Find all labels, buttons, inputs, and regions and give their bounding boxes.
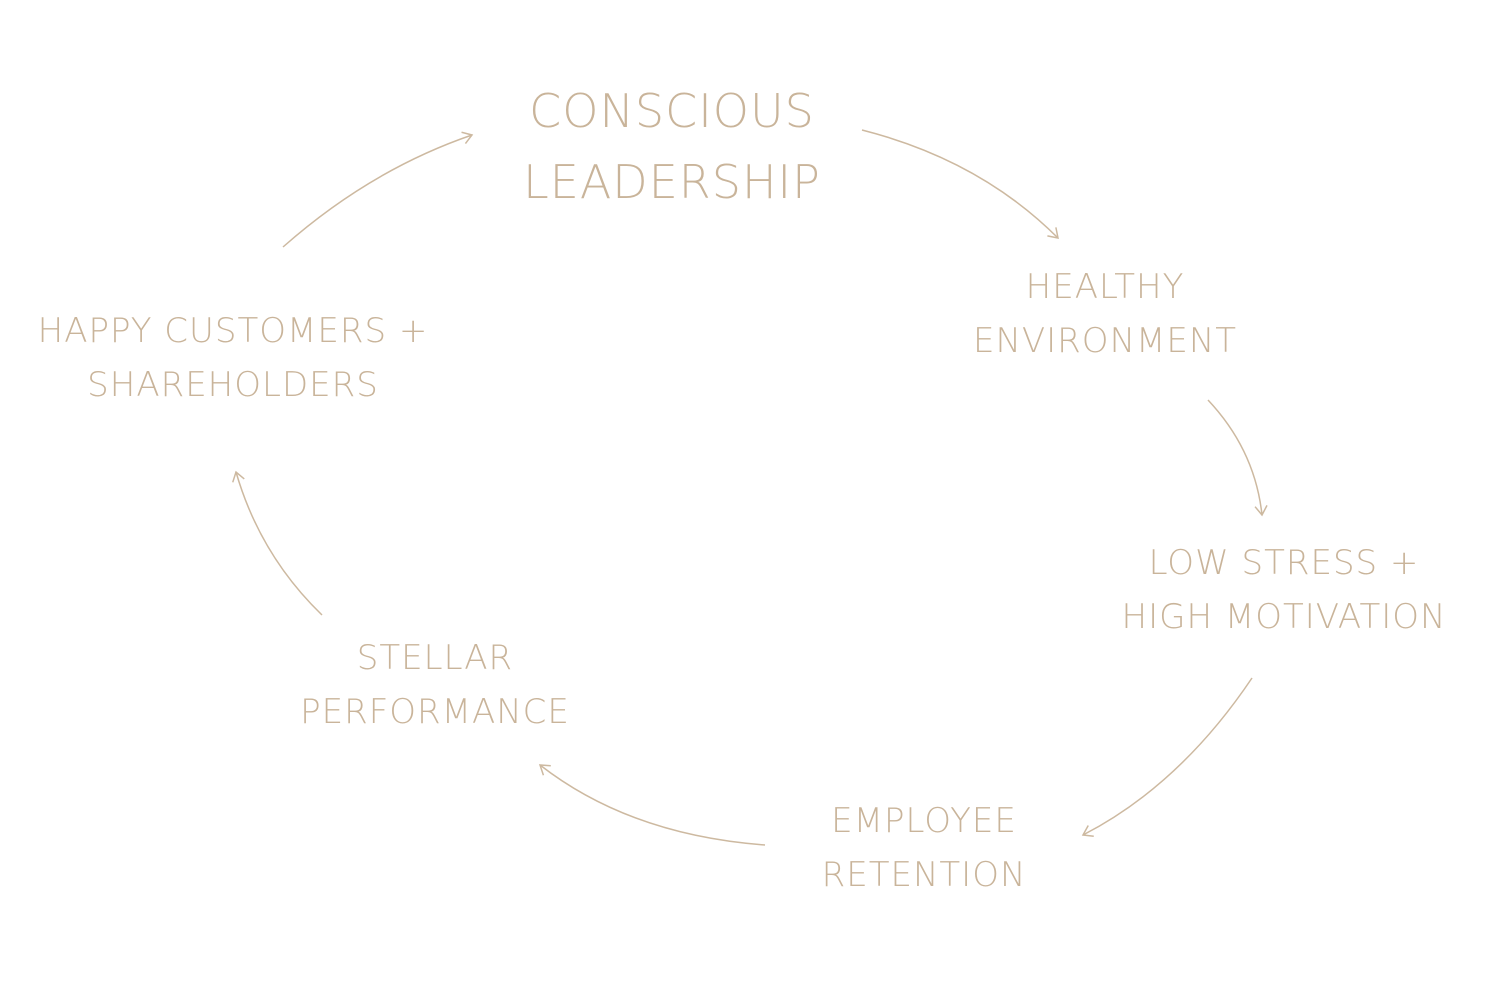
node-line: STELLAR bbox=[356, 638, 514, 678]
node-line: CONSCIOUS bbox=[529, 84, 815, 138]
node-line: EMPLOYEE bbox=[831, 801, 1017, 841]
node-stellar-performance: STELLAR PERFORMANCE bbox=[300, 631, 570, 740]
arrow-environment-to-motivation bbox=[1207, 399, 1268, 517]
arrow-retention-to-performance bbox=[538, 764, 766, 846]
node-line: HEALTHY bbox=[1025, 267, 1185, 307]
arrow-leadership-to-environment bbox=[861, 129, 1059, 239]
node-happy-customers-shareholders: HAPPY CUSTOMERS + SHAREHOLDERS bbox=[38, 304, 429, 413]
node-low-stress-high-motivation: LOW STRESS + HIGH MOTIVATION bbox=[1122, 536, 1447, 645]
node-line: SHAREHOLDERS bbox=[87, 365, 379, 406]
node-line: HIGH MOTIVATION bbox=[1121, 597, 1447, 638]
arrow-performance-to-customers bbox=[232, 470, 323, 616]
node-employee-retention: EMPLOYEE RETENTION bbox=[822, 794, 1027, 903]
node-healthy-environment: HEALTHY ENVIRONMENT bbox=[973, 260, 1237, 369]
node-line: HAPPY CUSTOMERS + bbox=[37, 311, 429, 351]
arrow-customers-to-leadership bbox=[282, 131, 474, 248]
node-line: LEADERSHIP bbox=[523, 155, 821, 210]
arrow-motivation-to-retention bbox=[1081, 677, 1253, 837]
node-line: PERFORMANCE bbox=[300, 692, 570, 733]
node-conscious-leadership: CONSCIOUS LEADERSHIP bbox=[523, 76, 821, 219]
node-line: RETENTION bbox=[821, 855, 1027, 896]
node-line: ENVIRONMENT bbox=[972, 321, 1238, 362]
node-line: LOW STRESS + bbox=[1148, 543, 1420, 583]
